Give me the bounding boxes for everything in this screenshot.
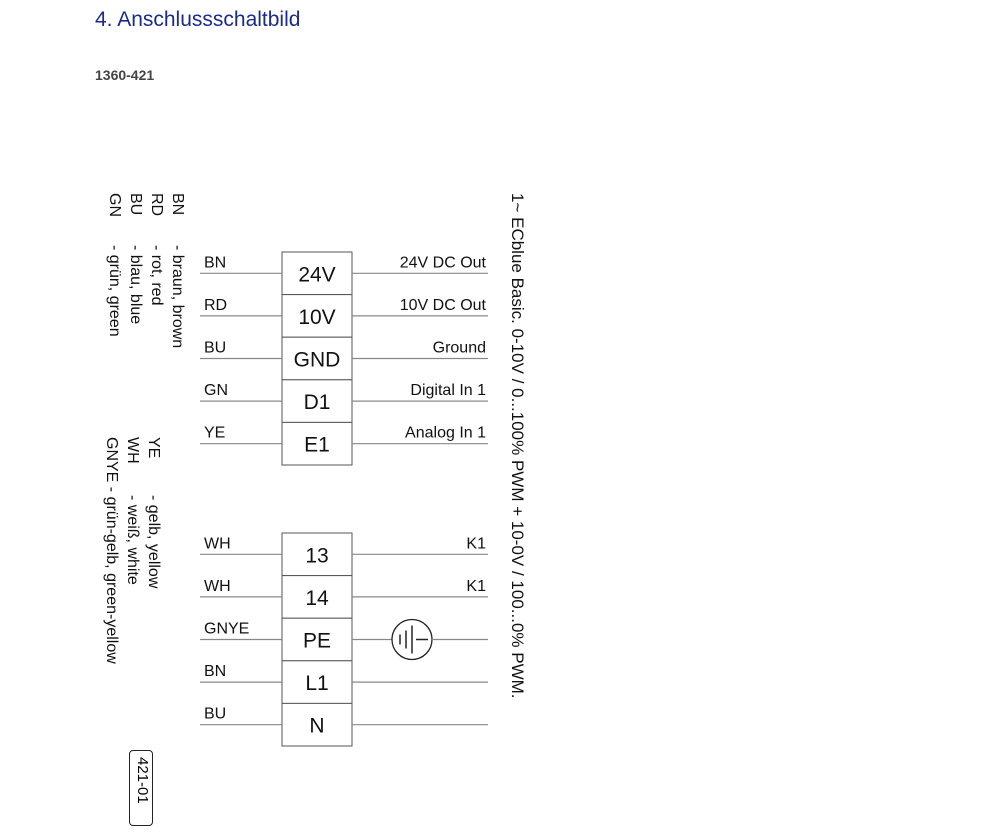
terminal-label: PE <box>303 630 331 653</box>
terminal-label: N <box>309 715 324 738</box>
terminal-box <box>281 294 353 338</box>
terminal-label: 24V <box>298 263 335 286</box>
terminal-label: D1 <box>304 391 331 414</box>
wire-color-label: BU <box>204 340 226 357</box>
terminal-label: 14 <box>305 587 329 610</box>
terminal-function-label: K1 <box>466 535 486 552</box>
diagram-code: 1360-421 <box>95 67 155 83</box>
wire-color-label: BN <box>204 663 226 680</box>
drawing-id-badge: 421-01 <box>129 750 153 826</box>
terminal-label: E1 <box>304 434 330 457</box>
terminal-box <box>281 251 353 296</box>
wire-color-label: YE <box>204 425 225 442</box>
section-title: 4. Anschlussschaltbild <box>95 8 301 31</box>
terminal-label: 10V <box>298 306 335 329</box>
terminal-label: GND <box>294 349 341 372</box>
wire-color-label: GN <box>204 382 228 399</box>
terminal-function-label: K1 <box>466 578 486 595</box>
terminal-function-label: 10V DC Out <box>400 297 487 314</box>
wire-color-label: RD <box>204 297 227 314</box>
wire-color-label: BN <box>204 254 226 271</box>
wire-color-label: BU <box>204 706 226 723</box>
terminal-box <box>281 660 353 704</box>
wire-color-label: GNYE <box>204 621 249 638</box>
terminal-box <box>281 532 353 577</box>
terminal-box <box>281 379 353 423</box>
terminal-label: L1 <box>305 672 328 695</box>
terminal-label: 13 <box>305 544 328 567</box>
terminal-function-label: 24V DC Out <box>400 254 487 271</box>
terminal-function-label: Ground <box>433 340 486 357</box>
wire-color-label: WH <box>204 535 231 552</box>
terminal-function-label: Analog In 1 <box>405 425 486 442</box>
wire-color-label: WH <box>204 578 231 595</box>
terminal-box <box>281 702 353 747</box>
terminal-function-label: Digital In 1 <box>410 382 486 399</box>
terminal-box <box>281 617 353 662</box>
